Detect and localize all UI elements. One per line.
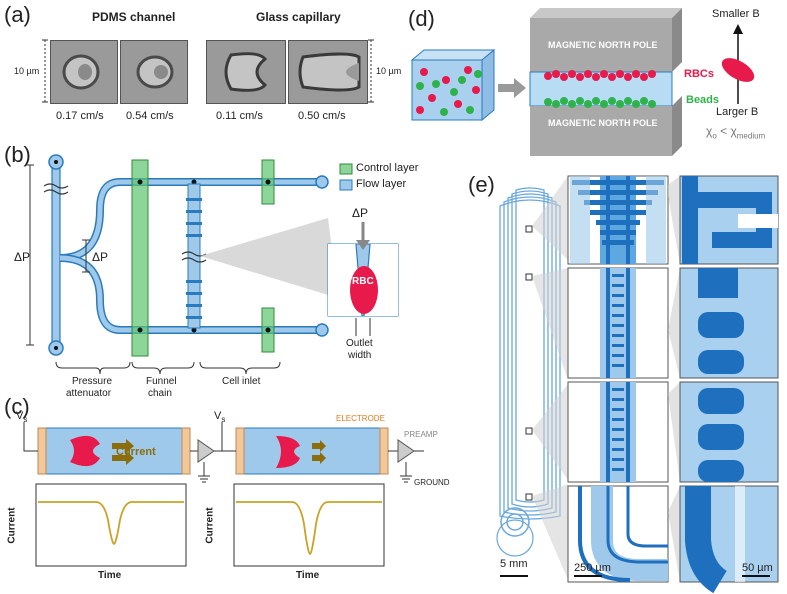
vs-left: Vs bbox=[16, 410, 28, 425]
speed-label-3: 0.11 cm/s bbox=[216, 110, 263, 122]
glass-capillary-title: Glass capillary bbox=[256, 10, 341, 24]
legend-flow-layer: Flow layer bbox=[356, 178, 407, 190]
scale-right-10um: 10 µm bbox=[376, 66, 402, 76]
scale-5mm: 5 mm bbox=[500, 558, 528, 570]
delta-p-inset: ΔP bbox=[352, 206, 369, 220]
bracket-funnel-1: Funnel bbox=[146, 376, 177, 387]
delta-p-left: ΔP bbox=[14, 250, 31, 264]
north-pole-top: MAGNETIC NORTH POLE bbox=[548, 40, 658, 50]
panel-d-label: (d) bbox=[408, 6, 435, 31]
ground-label: GROUND bbox=[414, 478, 450, 487]
north-pole-bottom: MAGNETIC NORTH POLE bbox=[548, 118, 658, 128]
larger-b-label: Larger B bbox=[716, 106, 759, 118]
scale-250um: 250 µm bbox=[574, 562, 611, 574]
current-arrow-label: Current bbox=[116, 446, 156, 458]
micrograph-glass-2 bbox=[288, 40, 368, 104]
pdms-channel-title: PDMS channel bbox=[92, 10, 176, 24]
delta-p-mid: ΔP bbox=[92, 250, 109, 264]
rbc-label: RBC bbox=[352, 276, 374, 287]
bracket-cell-inlet: Cell inlet bbox=[222, 376, 261, 387]
scale-50um: 50 µm bbox=[742, 562, 773, 574]
bracket-funnel-2: chain bbox=[148, 388, 172, 399]
outlet-label: Outlet bbox=[346, 338, 373, 349]
panel-b-label: (b) bbox=[4, 142, 31, 167]
speed-label-2: 0.54 cm/s bbox=[126, 110, 174, 122]
panel-a-label: (a) bbox=[4, 2, 31, 27]
bracket-pressure-1: Pressure bbox=[72, 376, 113, 387]
rbcs-label: RBCs bbox=[684, 68, 714, 80]
micrograph-pdms-1 bbox=[50, 40, 118, 104]
electrode-label: ELECTRODE bbox=[336, 414, 385, 423]
chi-relation: χo < χmedium bbox=[706, 124, 766, 141]
vs-right: Vs bbox=[214, 410, 226, 425]
speed-label-1: 0.17 cm/s bbox=[56, 110, 104, 122]
panel-e-label: (e) bbox=[468, 172, 495, 197]
legend-control-layer: Control layer bbox=[356, 162, 419, 174]
width-label: width bbox=[348, 350, 372, 361]
micrograph-glass-1 bbox=[206, 40, 286, 104]
smaller-b-label: Smaller B bbox=[712, 8, 760, 20]
panel-c-label: (c) bbox=[4, 394, 30, 419]
bracket-pressure-2: attenuator bbox=[66, 388, 112, 399]
beads-label: Beads bbox=[686, 94, 720, 106]
preamp-label: PREAMP bbox=[404, 430, 438, 439]
plot-right-xlabel: Time bbox=[296, 570, 320, 581]
scale-left-10um: 10 µm bbox=[14, 66, 40, 76]
plot-left-xlabel: Time bbox=[98, 570, 122, 581]
micrograph-pdms-2 bbox=[120, 40, 188, 104]
speed-label-4: 0.50 cm/s bbox=[298, 110, 346, 122]
